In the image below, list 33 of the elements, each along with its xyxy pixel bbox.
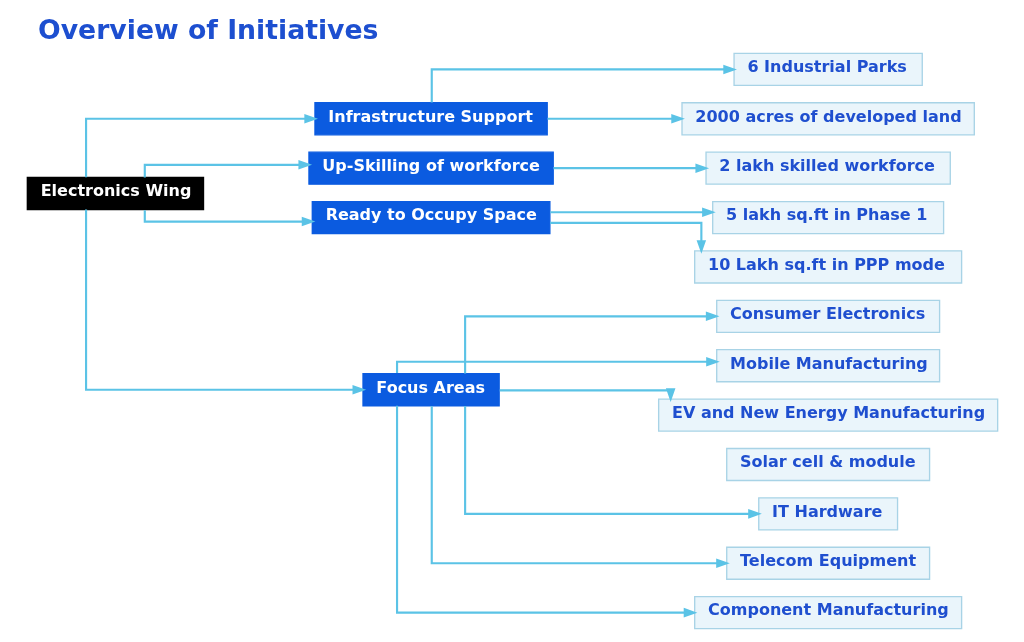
node-box: 2 lakh skilled workforce (704, 151, 951, 185)
node-box: EV and New Energy Manufacturing (657, 398, 998, 432)
node-box: 6 Industrial Parks (732, 52, 923, 87)
node-box: IT Hardware (757, 497, 898, 531)
arrow (549, 207, 716, 217)
arrow (547, 114, 685, 124)
arrow (143, 210, 315, 227)
node-box: Telecom Equipment (725, 546, 930, 580)
arrow (84, 209, 366, 395)
arrow (552, 163, 709, 173)
arrow (395, 356, 720, 374)
node-box: Solar cell & module (725, 447, 930, 482)
arrow (430, 64, 737, 103)
node-box: 5 lakh sq.ft in Phase 1 (711, 200, 944, 235)
arrow (463, 311, 719, 374)
arrow (395, 405, 697, 618)
arrow (84, 114, 318, 178)
node-box: 2000 acres of developed land (680, 102, 975, 136)
arrow (430, 406, 730, 569)
node-box: Focus Areas (361, 373, 500, 407)
node-box: Consumer Electronics (715, 299, 940, 333)
node-box: Component Manufacturing (693, 595, 962, 630)
node-box: 10 Lakh sq.ft in PPP mode (693, 250, 962, 284)
arrow (143, 160, 312, 178)
node-box: Mobile Manufacturing (715, 349, 940, 383)
node-box: Electronics Wing (26, 176, 204, 211)
arrow (549, 221, 706, 254)
node-box: Infrastructure Support (313, 102, 548, 136)
node-box: Ready to Occupy Space (311, 200, 551, 235)
diagram-title: Overview of Initiatives (37, 13, 378, 45)
arrow (463, 405, 762, 519)
arrow (499, 388, 675, 402)
node-box: Up-Skilling of workforce (307, 151, 554, 185)
